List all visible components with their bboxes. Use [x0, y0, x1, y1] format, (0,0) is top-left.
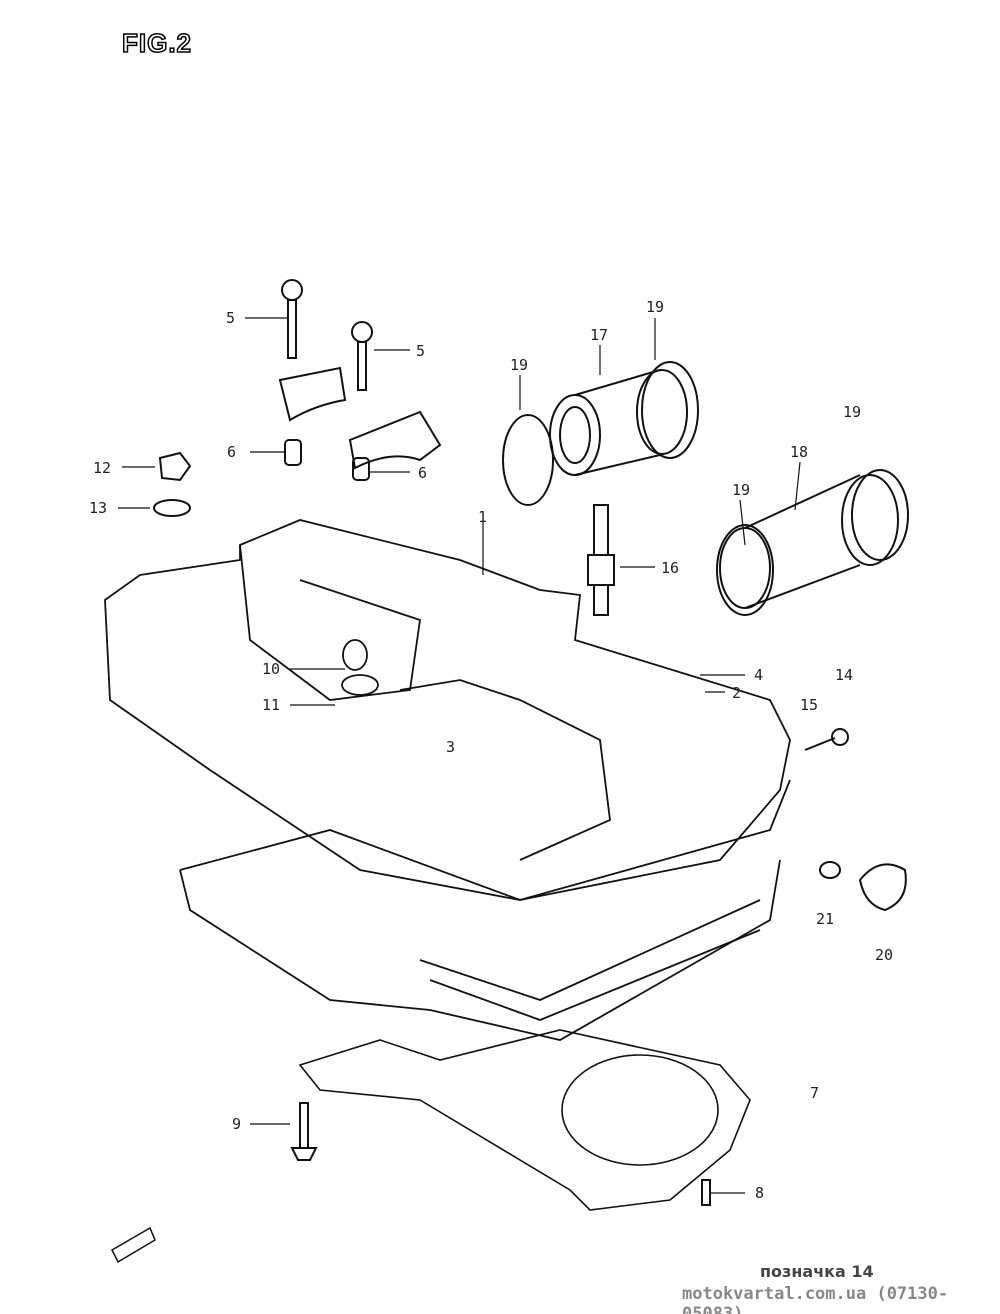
clip-21-icon	[819, 861, 841, 879]
callout-14: 14	[835, 666, 854, 684]
callout-3: 3	[446, 738, 456, 756]
cam-cap-icon	[278, 366, 347, 422]
watermark-site: motokvartal.com.ua (07130-05083)	[682, 1284, 949, 1314]
callout-10: 10	[262, 660, 281, 678]
callout-20: 20	[875, 946, 894, 964]
cam-cap-icon	[348, 410, 442, 470]
cylinder-head-icon	[104, 519, 791, 1041]
bolt-5b-icon	[351, 321, 373, 391]
clamp-19a-icon	[502, 414, 554, 506]
clamp-19b-icon	[641, 361, 699, 459]
intake-pipe-18-icon	[719, 474, 899, 609]
callout-4: 4	[754, 666, 764, 684]
figure-label: FIG.2	[121, 27, 193, 59]
callout-5: 5	[416, 342, 426, 360]
callout-12: 12	[93, 459, 112, 477]
nut-12-icon	[158, 451, 192, 482]
callout-21: 21	[816, 910, 835, 928]
bolt-9-icon	[290, 1102, 318, 1161]
bolt-15-icon	[804, 728, 849, 751]
washer-13-icon	[153, 499, 191, 517]
callout-8: 8	[755, 1184, 765, 1202]
cap-20-icon	[858, 863, 907, 912]
spark-plug-16-icon	[587, 504, 615, 616]
intake-pipe-17-icon	[549, 369, 688, 476]
clamp-19d-icon	[851, 469, 909, 561]
dowel-6a-icon	[284, 439, 302, 466]
clamp-19c-icon	[716, 524, 774, 616]
callout-1: 1	[478, 508, 488, 526]
callout-19: 19	[510, 356, 529, 374]
callout-5: 5	[226, 309, 236, 327]
callout-7: 7	[810, 1084, 820, 1102]
callout-9: 9	[232, 1115, 242, 1133]
front-arrow-icon	[111, 1226, 156, 1264]
leader-lines	[118, 317, 801, 1194]
callout-11: 11	[262, 696, 281, 714]
callout-16: 16	[661, 559, 680, 577]
bolt-5a-icon	[281, 279, 303, 359]
dowel-6b-icon	[352, 457, 370, 481]
callout-15: 15	[800, 696, 819, 714]
callout-6: 6	[418, 464, 428, 482]
callout-19: 19	[646, 298, 665, 316]
callout-19: 19	[732, 481, 751, 499]
dowel-8-icon	[701, 1179, 711, 1206]
callout-13: 13	[89, 499, 108, 517]
callout-6: 6	[227, 443, 237, 461]
watermark-label: позначка 14	[760, 1262, 874, 1281]
callout-19: 19	[843, 403, 862, 421]
callout-18: 18	[790, 443, 809, 461]
callout-17: 17	[590, 326, 609, 344]
callout-2: 2	[732, 684, 742, 702]
head-gasket-icon	[298, 1029, 751, 1211]
